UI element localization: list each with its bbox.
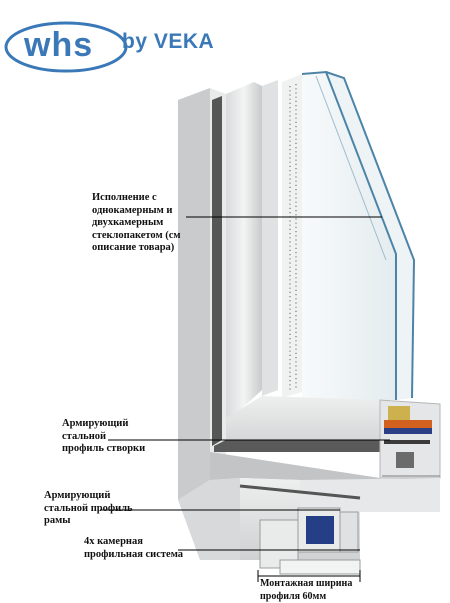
callout-glass-unit: Исполнение с однокамерным и двухкамерным… xyxy=(92,192,181,253)
callout-frame-steel-profile: Армирующий стальной профиль рамы xyxy=(44,490,133,526)
callout-four-chamber-system: 4х камерная профильная система xyxy=(84,536,184,560)
callout-mounting-width: Монтажная ширина профиля 60мм xyxy=(260,578,353,602)
callout-sash-steel-profile: Армирующий стальной профиль створки xyxy=(62,418,146,454)
glass-spacer xyxy=(282,74,302,398)
sash-horizontal xyxy=(214,396,441,479)
sash-vertical xyxy=(212,80,278,446)
width-dimension xyxy=(257,570,361,582)
brand-logo-mark xyxy=(4,21,128,73)
brand-tagline: by VEKA xyxy=(122,30,215,53)
logo-wordmark: whs xyxy=(24,26,94,64)
frame-horizontal xyxy=(178,452,440,575)
brand-logo: whs xyxy=(4,8,304,78)
glass-unit xyxy=(301,70,416,400)
